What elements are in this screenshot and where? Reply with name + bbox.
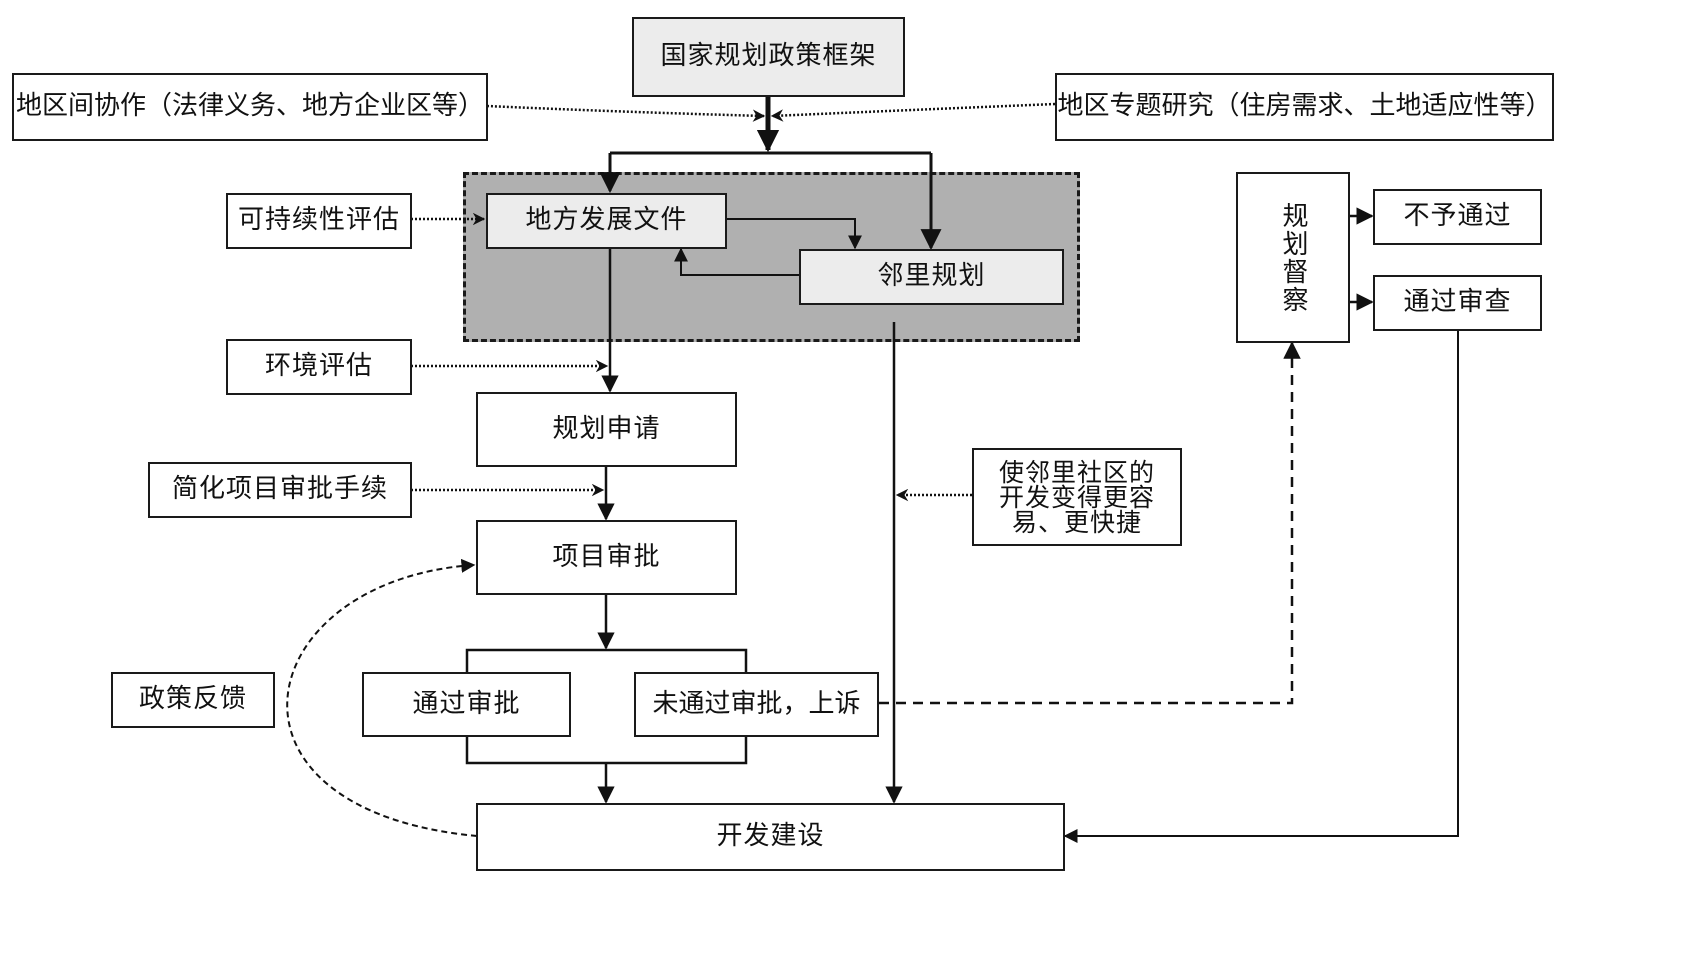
edge-passed-development (1063, 330, 1459, 843)
node-rejected-appeal: 未通过审批，上诉 (634, 672, 879, 737)
edge-regional-studies (770, 102, 1056, 122)
node-simplified-procedures: 简化项目审批手续 (148, 462, 412, 518)
node-local-development-document: 地方发展文件 (486, 193, 727, 249)
edge-policy-feedback (286, 558, 478, 837)
node-planning-inspection: 规划督察 (1236, 172, 1350, 343)
edge-regional-cooperation (486, 104, 766, 122)
edge-branch-bottom (465, 735, 748, 765)
edge-branch-top (465, 648, 748, 672)
node-regional-cooperation: 地区间协作（法律义务、地方企业区等） (12, 73, 488, 141)
node-planning-application: 规划申请 (476, 392, 737, 467)
node-passed-review: 通过审查 (1373, 275, 1542, 331)
node-neighbourhood-plan: 邻里规划 (799, 249, 1064, 305)
node-regional-studies: 地区专题研究（住房需求、土地适应性等） (1055, 73, 1554, 141)
node-easier-faster: 使邻里社区的 开发变得更容 易、更快捷 (972, 448, 1182, 546)
node-environmental-assessment: 环境评估 (226, 339, 412, 395)
node-sustainability-assessment: 可持续性评估 (226, 193, 412, 249)
node-approved: 通过审批 (362, 672, 571, 737)
edge-np-ldd (674, 247, 799, 276)
node-development: 开发建设 (476, 803, 1065, 871)
node-project-approval: 项目审批 (476, 520, 737, 595)
node-not-passed: 不予通过 (1373, 189, 1542, 245)
node-policy-feedback: 政策反馈 (111, 672, 275, 728)
edge-ldd-np (726, 218, 862, 250)
edge-appeal-inspection (879, 341, 1301, 705)
node-national-framework: 国家规划政策框架 (632, 17, 905, 97)
